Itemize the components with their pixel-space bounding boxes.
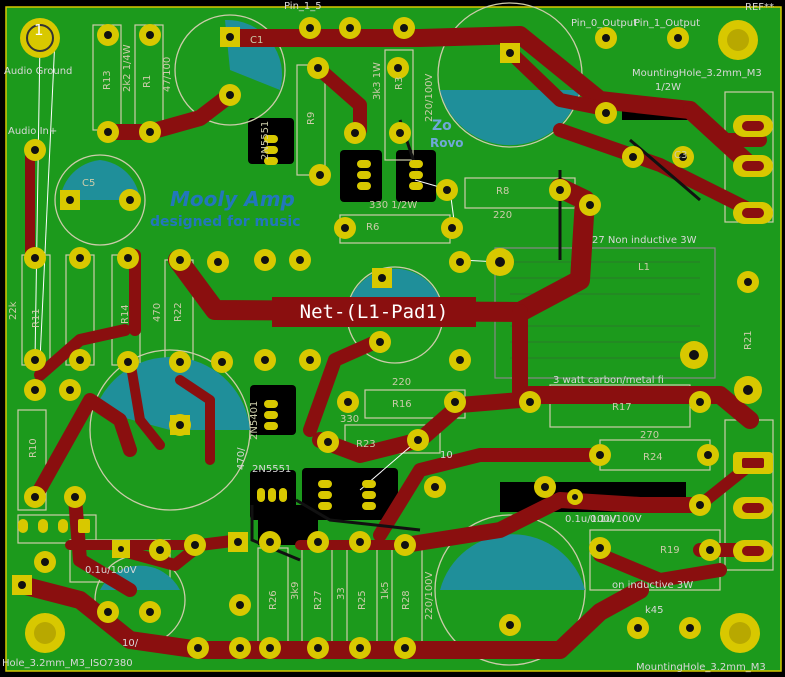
label-rovo: Rovo <box>430 136 464 150</box>
label-r9: R9 <box>306 111 317 125</box>
label-r16-value: 220 <box>392 377 412 388</box>
label-r11: R11 <box>31 308 42 328</box>
label-r1-value: 47/100 <box>162 56 173 92</box>
label-zo: Zo <box>432 118 452 134</box>
label-r26-value: 3k9 <box>290 581 301 600</box>
label-mounting-hole-top-right: MountingHole_3.2mm_M3 <box>632 68 762 79</box>
label-r22: R22 <box>173 302 184 322</box>
label-r17-note: 3 watt carbon/metal fi <box>553 375 664 386</box>
label-pin-1-output: Pin_1_Output <box>634 18 701 29</box>
mounting-hole-top-left <box>20 18 60 58</box>
label-r27: R27 <box>313 590 324 610</box>
net-highlight-bar[interactable] <box>272 297 476 327</box>
label-c4-value: 220/100V <box>424 571 435 620</box>
square-pads[interactable] <box>12 27 520 595</box>
mounting-hole-bottom-left <box>25 613 65 653</box>
label-c1: C1 <box>250 35 264 46</box>
transistor-footprints[interactable] <box>18 135 423 533</box>
label-q-2n5551: 2N5551 <box>252 464 292 475</box>
label-r23: R23 <box>356 439 376 450</box>
label-non-inductive-top: 27 Non inductive 3W <box>592 235 697 246</box>
label-r13: R13 <box>102 70 113 90</box>
label-r24-value: 270 <box>640 430 660 441</box>
label-r22-value: 470 <box>152 302 163 322</box>
label-c9-value: 10/ <box>122 638 139 649</box>
label-r19: R19 <box>660 545 680 556</box>
label-c6-value: 470/ <box>236 447 247 470</box>
mounting-hole-bottom-right <box>720 613 760 653</box>
label-q-2n5401: 2N5401 <box>249 400 260 440</box>
label-r6: R6 <box>366 222 380 233</box>
label-r3: R3 <box>394 76 405 90</box>
label-c12-value: 0.1u/100V <box>565 514 617 525</box>
output-connector-pads[interactable] <box>733 115 773 562</box>
label-r1: R1 <box>142 74 153 88</box>
pin-one-marker: 1 <box>34 21 44 39</box>
label-r8: R8 <box>496 186 510 197</box>
label-ref-top: REF** <box>745 2 775 13</box>
label-non-inductive-bottom: on inductive 3W <box>612 580 694 591</box>
through-hole-pads[interactable] <box>24 17 762 659</box>
label-cap-0-1uf: 0.1u/100V <box>590 514 642 525</box>
label-r23-value: 330 <box>340 414 360 425</box>
label-audio-ground: Audio Ground <box>4 66 73 77</box>
label-c3: C3 <box>674 150 688 161</box>
label-c12b-value: 0.1u/100V <box>85 565 137 576</box>
label-c5: C5 <box>82 178 96 189</box>
label-r10: R10 <box>28 438 39 458</box>
label-q-2n5551-top: 2N5551 <box>260 120 271 160</box>
mounting-hole-top-right <box>718 20 758 60</box>
label-r25-value: 1k5 <box>380 581 391 600</box>
label-r8-value: 220 <box>493 210 513 221</box>
board-outline <box>5 6 782 672</box>
label-pin-0-output: Pin_0_Output <box>571 18 638 29</box>
label-value-half-watt: 1/2W <box>655 82 681 93</box>
label-r14: R14 <box>120 304 131 324</box>
label-r26: R26 <box>268 590 279 610</box>
copper-tracks <box>13 26 767 659</box>
label-r21: R21 <box>743 330 754 350</box>
label-r13-value: 2k2 1/4W <box>122 44 133 92</box>
label-r28: R28 <box>401 590 412 610</box>
label-r11-value: 22k <box>8 301 19 320</box>
label-r16: R16 <box>392 399 412 410</box>
capacitor-c4 <box>434 514 586 666</box>
label-audio-in: Audio In+ <box>8 126 58 137</box>
label-r6-value: 330 1/2W <box>369 200 418 211</box>
label-c2-value: 220/100V <box>424 73 435 122</box>
brand-tagline: designed for music <box>150 214 301 230</box>
label-pin-top: Pin_1_5 <box>284 1 322 12</box>
mounting-holes[interactable] <box>20 18 760 653</box>
label-r3-value: 3k3 1W <box>372 62 383 100</box>
label-mounting-hole-bottom-right: MountingHole_3.2mm_M3 <box>636 662 766 673</box>
label-value-10: 10 <box>440 450 453 461</box>
label-mounting-hole-bottom-left: Hole_3.2mm_M3_ISO7380 <box>2 658 133 669</box>
label-r25: R25 <box>357 590 368 610</box>
label-r17: R17 <box>612 402 632 413</box>
inductor-l1-winding <box>510 261 700 359</box>
label-k45: k45 <box>645 605 664 616</box>
brand-title: Mooly Amp <box>170 187 295 211</box>
label-r27-value: 33 <box>336 587 347 600</box>
label-l1: L1 <box>638 262 650 273</box>
label-r24: R24 <box>643 452 663 463</box>
